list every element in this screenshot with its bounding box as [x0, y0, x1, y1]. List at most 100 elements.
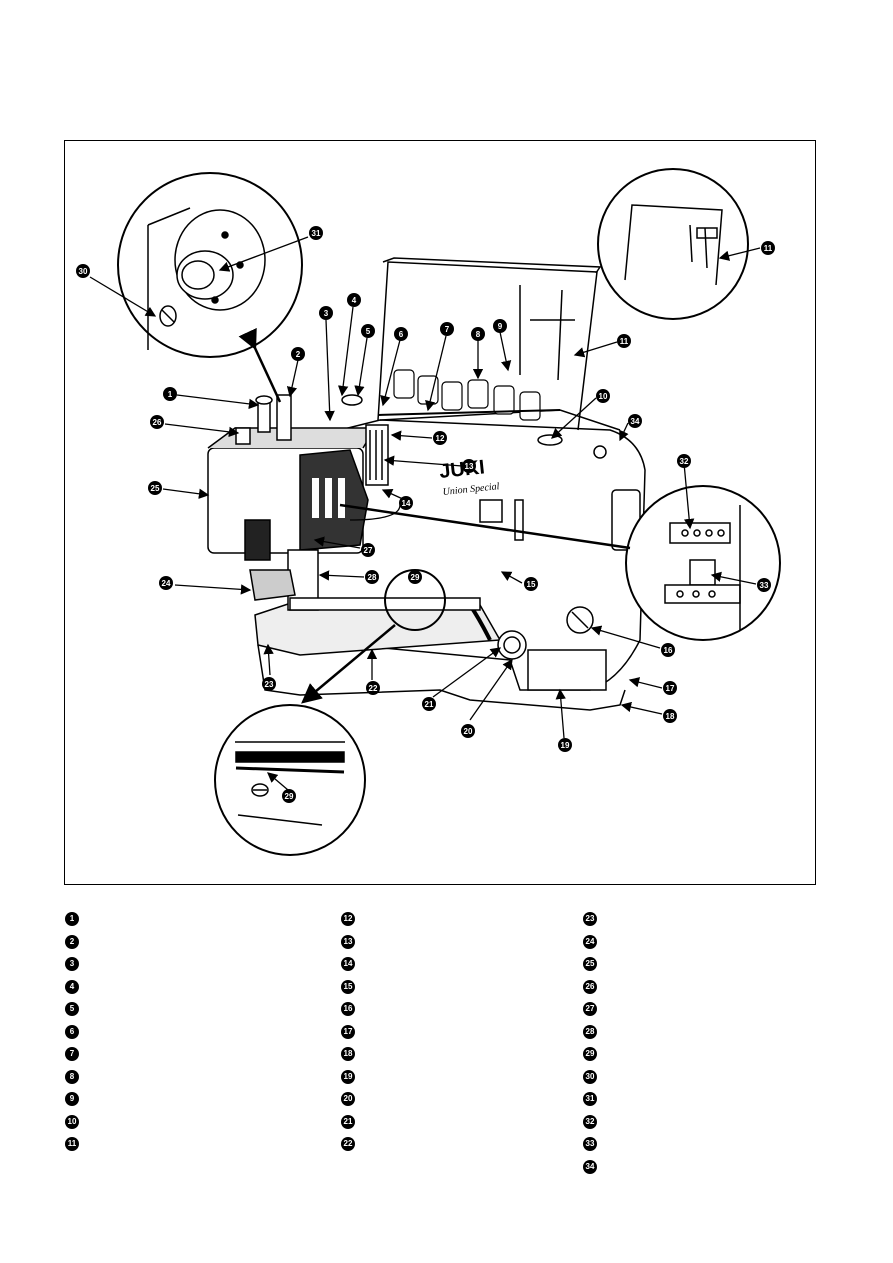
callout-9: 9	[493, 319, 507, 333]
top-posts	[235, 394, 563, 486]
svg-text:28: 28	[368, 573, 377, 582]
legend-item-19: 19	[341, 1068, 541, 1086]
callout-8: 8	[471, 327, 485, 341]
legend-badge: 9	[65, 1091, 79, 1106]
callout-22: 22	[366, 681, 380, 695]
svg-text:32: 32	[680, 457, 689, 466]
legend-badge: 29	[583, 1046, 597, 1061]
legend-item-23: 23	[583, 910, 783, 928]
svg-text:4: 4	[352, 296, 357, 305]
legend-badge: 3	[65, 956, 79, 971]
legend-item-2: 2	[65, 933, 265, 951]
machine-body	[207, 409, 646, 711]
legend-badge: 19	[341, 1069, 355, 1084]
legend-badge: 15	[341, 979, 355, 994]
legend-badge: 28	[583, 1024, 597, 1039]
callout-10: 10	[596, 389, 610, 403]
svg-text:8: 8	[476, 330, 481, 339]
legend-badge: 22	[341, 1136, 355, 1151]
callout-12: 12	[433, 431, 447, 445]
legend-badge: 1	[65, 911, 79, 926]
svg-text:9: 9	[498, 322, 503, 331]
callout-21: 21	[422, 697, 436, 711]
legend-item-7: 7	[65, 1045, 265, 1063]
legend-badge: 11	[65, 1136, 79, 1151]
legend-item-13: 13	[341, 933, 541, 951]
callout-30: 30	[76, 264, 90, 278]
svg-text:13: 13	[465, 462, 474, 471]
callout-2: 2	[291, 347, 305, 361]
legend-item-5: 5	[65, 1000, 265, 1018]
legend-badge: 7	[65, 1046, 79, 1061]
svg-text:5: 5	[366, 327, 371, 336]
svg-text:25: 25	[151, 484, 160, 493]
legend-item-14: 14	[341, 955, 541, 973]
svg-text:7: 7	[445, 325, 450, 334]
callout-7: 7	[440, 322, 454, 336]
legend-badge: 25	[583, 956, 597, 971]
legend-badge: 34	[583, 1159, 597, 1174]
svg-text:2: 2	[296, 350, 301, 359]
svg-text:JUKI: JUKI	[438, 456, 486, 483]
legend-badge: 31	[583, 1091, 597, 1106]
callout-26: 26	[150, 415, 164, 429]
legend-item-33: 33	[583, 1135, 783, 1153]
legend-badge: 30	[583, 1069, 597, 1084]
legend-item-10: 10	[65, 1113, 265, 1131]
legend-item-31: 31	[583, 1090, 783, 1108]
legend-item-25: 25	[583, 955, 783, 973]
legend-badge: 26	[583, 979, 597, 994]
callout-27: 27	[361, 543, 375, 557]
legend-badge: 8	[65, 1069, 79, 1084]
legend-badge: 10	[65, 1114, 79, 1129]
legend-item-18: 18	[341, 1045, 541, 1063]
callout-33: 33	[757, 578, 771, 592]
legend-badge: 32	[583, 1114, 597, 1129]
legend-badge: 24	[583, 934, 597, 949]
detail-circle-11	[597, 168, 749, 320]
callout-5: 5	[361, 324, 375, 338]
legend-item-32: 32	[583, 1113, 783, 1131]
legend-item-26: 26	[583, 978, 783, 996]
svg-text:12: 12	[436, 434, 445, 443]
legend-item-20: 20	[341, 1090, 541, 1108]
svg-text:34: 34	[631, 417, 640, 426]
callout-14: 14	[399, 496, 413, 510]
legend-badge: 6	[65, 1024, 79, 1039]
callout-29: 29	[408, 570, 422, 584]
svg-text:24: 24	[162, 579, 171, 588]
svg-text:29: 29	[285, 792, 294, 801]
legend-item-17: 17	[341, 1023, 541, 1041]
legend-item-1: 1	[65, 910, 265, 928]
legend-badge: 14	[341, 956, 355, 971]
callout-34: 34	[628, 414, 642, 428]
callout-13: 13	[462, 459, 476, 473]
svg-text:18: 18	[666, 712, 675, 721]
svg-text:23: 23	[265, 680, 274, 689]
legend-item-12: 12	[341, 910, 541, 928]
legend-item-15: 15	[341, 978, 541, 996]
svg-text:21: 21	[425, 700, 434, 709]
callout-15: 15	[524, 577, 538, 591]
legend-badge: 20	[341, 1091, 355, 1106]
legend-badge: 21	[341, 1114, 355, 1129]
callout-4: 4	[347, 293, 361, 307]
legend-item-34: 34	[583, 1158, 783, 1176]
figure-frame	[64, 140, 816, 885]
svg-text:1: 1	[168, 390, 173, 399]
legend-badge: 5	[65, 1001, 79, 1016]
svg-text:16: 16	[664, 646, 673, 655]
legend-badge: 27	[583, 1001, 597, 1016]
legend-item-8: 8	[65, 1068, 265, 1086]
svg-text:30: 30	[79, 267, 88, 276]
svg-text:22: 22	[369, 684, 378, 693]
callout-16: 16	[661, 643, 675, 657]
callout-31: 31	[309, 226, 323, 240]
legend-item-22: 22	[341, 1135, 541, 1153]
svg-text:17: 17	[666, 684, 675, 693]
legend-item-30: 30	[583, 1068, 783, 1086]
callout-28: 28	[365, 570, 379, 584]
svg-text:14: 14	[402, 499, 411, 508]
svg-text:29: 29	[411, 573, 420, 582]
